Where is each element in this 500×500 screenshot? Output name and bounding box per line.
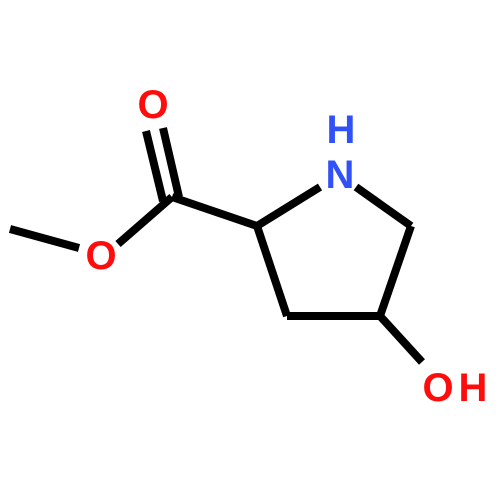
bond-nitrogen-ring-c5	[353, 183, 414, 230]
hydroxyl-hydrogen-label: H	[459, 366, 488, 410]
bond-ring-c2-nitrogen	[254, 183, 323, 230]
bond-ring-c4-hydroxyl	[377, 313, 425, 365]
atom-labels: O O H N O H	[85, 83, 487, 410]
ring-nitrogen-label: N	[326, 153, 355, 197]
bonds	[8, 127, 425, 365]
ring-nitrogen-hydrogen-label: H	[327, 108, 356, 152]
bond-carbonyl-carbon-ring-c2	[170, 193, 259, 230]
bond-methyl-ester-oxygen	[8, 225, 81, 252]
hydroxyl-oxygen-label: O	[422, 366, 453, 410]
bond-carbonyl-double-2	[142, 130, 167, 202]
bond-ring-c5-c4	[376, 224, 415, 318]
bond-ester-oxygen-carbonyl-carbon	[115, 193, 175, 248]
bond-ring-c3-c2	[253, 224, 291, 318]
carbonyl-oxygen-label: O	[137, 83, 168, 127]
bond-carbonyl-double-1	[159, 127, 183, 198]
ester-oxygen-label: O	[85, 234, 116, 278]
